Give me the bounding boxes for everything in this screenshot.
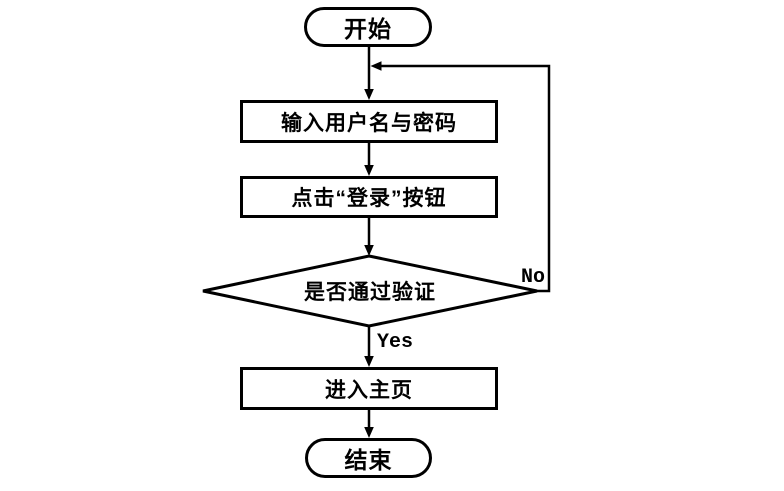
- node-home: 进入主页: [240, 367, 498, 410]
- node-click: 点击“登录”按钮: [240, 176, 498, 218]
- edge-label-yes: Yes: [377, 331, 414, 354]
- node-home-label: 进入主页: [325, 378, 413, 402]
- arrowhead-no-loop: [370, 61, 382, 71]
- node-end-label: 结束: [344, 447, 393, 473]
- arrowhead-input: [364, 89, 374, 100]
- decision-diamond-shape: [202, 254, 538, 328]
- node-input-label: 输入用户名与密码: [281, 111, 457, 135]
- node-end: 结束: [305, 438, 432, 478]
- edge-label-no: No: [521, 266, 546, 289]
- edge-no-loop: [380, 64, 551, 293]
- node-start: 开始: [304, 7, 432, 47]
- node-click-label: 点击“登录”按钮: [291, 187, 447, 210]
- arrowhead-click: [364, 165, 374, 176]
- arrowhead-decision: [364, 245, 374, 256]
- node-input: 输入用户名与密码: [240, 100, 498, 143]
- arrowhead-home: [364, 356, 374, 367]
- arrowhead-end: [364, 427, 374, 438]
- node-start-label: 开始: [344, 16, 392, 42]
